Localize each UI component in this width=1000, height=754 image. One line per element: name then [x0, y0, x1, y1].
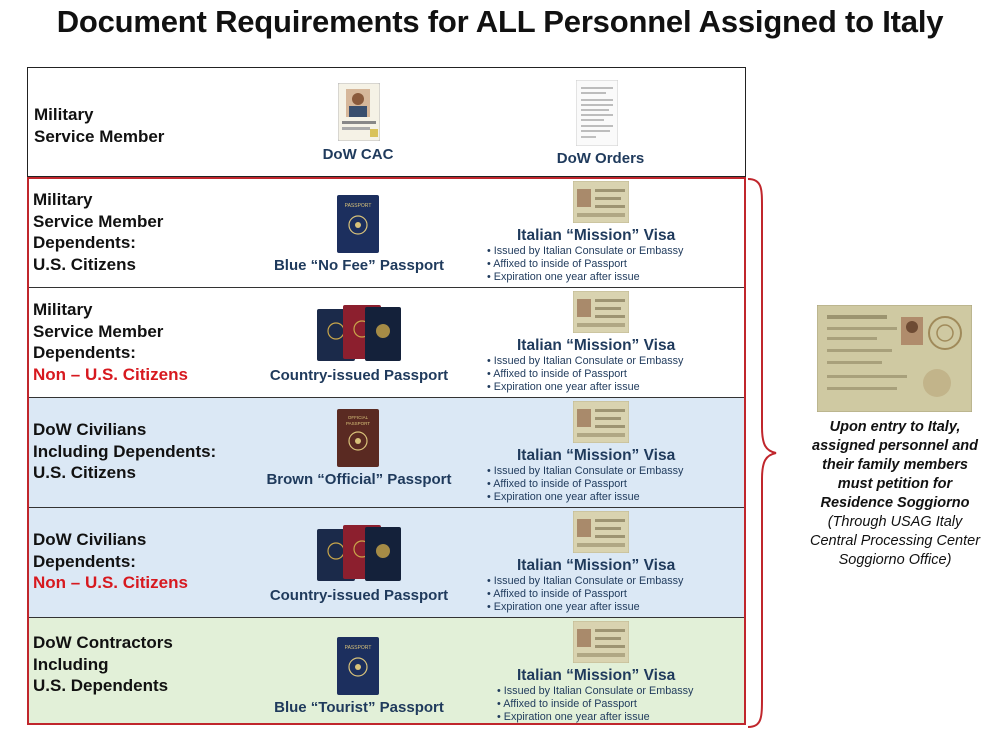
visa-image — [573, 511, 629, 553]
svg-text:PASSPORT: PASSPORT — [346, 421, 370, 426]
visa-image — [573, 291, 629, 333]
doc-caption-passport: Blue “Tourist” Passport — [274, 699, 444, 716]
row-label: DoW Contractors Including U.S. Dependent… — [33, 632, 173, 697]
label-line: Service Member — [34, 126, 165, 146]
label-line-red: Non – U.S. Citizens — [33, 364, 188, 384]
label-line-red: Non – U.S. Citizens — [33, 573, 188, 592]
visa-bullets: Issued by Italian Consulate or Embassy A… — [487, 245, 683, 284]
note-line: must petition for — [837, 476, 953, 492]
bullet-item: Affixed to inside of Passport — [487, 478, 683, 491]
note-line: their family members — [822, 457, 968, 473]
row-divider — [29, 507, 744, 508]
bullet-item: Issued by Italian Consulate or Embassy — [497, 685, 694, 698]
label-line: Service Member — [33, 211, 164, 231]
visa-title: Italian “Mission” Visa — [517, 667, 676, 684]
page-title: Document Requirements for ALL Personnel … — [56, 4, 944, 39]
row-dow-civilians-us: DoW Civilians Including Dependents: U.S.… — [27, 397, 746, 507]
label-line: DoW Civilians — [33, 420, 147, 439]
row-label: DoW Civilians Dependents: Non – U.S. Cit… — [33, 529, 188, 594]
row-military-dependents-non-us: Military Service Member Dependents: Non … — [27, 287, 746, 397]
right-curly-brace — [747, 178, 777, 728]
row-divider — [29, 397, 744, 398]
svg-text:PASSPORT: PASSPORT — [345, 645, 372, 651]
row-dow-civilians-non-us: DoW Civilians Dependents: Non – U.S. Cit… — [27, 507, 746, 617]
bullet-item: Issued by Italian Consulate or Embassy — [487, 355, 684, 368]
bullet-item: Issued by Italian Consulate or Embassy — [487, 245, 684, 258]
label-line: Including Dependents: — [33, 441, 217, 461]
blue-passport-image: PASSPORT — [337, 637, 379, 695]
label-line: Including — [33, 654, 109, 674]
residence-note: Upon entry to Italy, assigned personnel … — [792, 418, 998, 570]
doc-caption-passport: Country-issued Passport — [269, 587, 449, 604]
visa-bullets: Issued by Italian Consulate or Embassy A… — [487, 355, 683, 394]
visa-title: Italian “Mission” Visa — [517, 447, 676, 464]
brown-passport-image: OFFICIAL PASSPORT — [337, 409, 379, 467]
bullet-item: Expiration one year after issue — [487, 271, 683, 284]
label-line: DoW Contractors — [33, 633, 173, 652]
row-divider — [29, 287, 744, 288]
label-line: Military — [33, 300, 93, 319]
foreign-passports-image — [317, 525, 401, 581]
svg-text:OFFICIAL: OFFICIAL — [348, 415, 369, 420]
note-line: Upon entry to Italy, — [829, 419, 961, 435]
svg-text:PASSPORT: PASSPORT — [345, 203, 372, 209]
note-line: (Through USAG Italy — [827, 514, 963, 530]
doc-caption-passport: Brown “Official” Passport — [266, 471, 452, 488]
note-line: assigned personnel and — [812, 438, 978, 454]
bullet-item: Issued by Italian Consulate or Embassy — [487, 575, 684, 588]
note-line: Soggiorno Office) — [838, 552, 952, 568]
visa-bullets: Issued by Italian Consulate or Embassy A… — [487, 465, 683, 504]
label-line: Dependents: — [33, 233, 136, 252]
label-line: Service Member — [33, 321, 164, 341]
visa-title: Italian “Mission” Visa — [517, 557, 676, 574]
bullet-item: Affixed to inside of Passport — [487, 588, 683, 601]
row-label: Military Service Member — [34, 104, 164, 147]
label-line: U.S. Citizens — [33, 254, 136, 274]
row-label: Military Service Member Dependents: U.S.… — [33, 189, 163, 275]
doc-caption-passport: Country-issued Passport — [269, 367, 449, 384]
label-line: U.S. Citizens — [33, 463, 136, 482]
cac-card-image — [338, 83, 380, 141]
orders-document-image — [576, 80, 618, 146]
label-line: Military — [34, 105, 94, 124]
visa-image — [573, 181, 629, 223]
note-line: Central Processing Center — [809, 533, 981, 549]
bullet-item: Issued by Italian Consulate or Embassy — [487, 465, 684, 478]
label-line: U.S. Dependents — [33, 676, 169, 695]
bullet-item: Affixed to inside of Passport — [497, 698, 693, 711]
visa-bullets: Issued by Italian Consulate or Embassy A… — [497, 685, 693, 724]
label-line: Military — [33, 190, 93, 209]
bullet-item: Expiration one year after issue — [487, 381, 683, 394]
row-military-service-member: Military Service Member DoW CAC DoW Orde… — [27, 67, 746, 177]
note-line: Residence Soggiorno — [820, 495, 970, 511]
label-line: Dependents: — [33, 343, 136, 362]
visa-bullets: Issued by Italian Consulate or Embassy A… — [487, 575, 683, 614]
bullet-item: Expiration one year after issue — [487, 601, 683, 614]
bullet-item: Expiration one year after issue — [497, 711, 693, 724]
row-dow-contractors: DoW Contractors Including U.S. Dependent… — [27, 617, 746, 725]
doc-caption-cac: DoW CAC — [322, 146, 394, 163]
row-label: Military Service Member Dependents: Non … — [33, 299, 188, 385]
bullet-item: Affixed to inside of Passport — [487, 368, 683, 381]
doc-caption-orders: DoW Orders — [556, 150, 645, 167]
row-divider — [29, 617, 744, 618]
visa-image — [573, 621, 629, 663]
label-line: DoW Civilians — [33, 530, 147, 549]
row-military-dependents-us: Military Service Member Dependents: U.S.… — [27, 177, 746, 287]
row-label: DoW Civilians Including Dependents: U.S.… — [33, 419, 216, 484]
visa-image — [573, 401, 629, 443]
doc-caption-passport: Blue “No Fee” Passport — [273, 257, 445, 274]
soggiorno-permit-image — [817, 305, 972, 412]
label-line: Dependents: — [33, 551, 136, 571]
blue-passport-image: PASSPORT — [337, 195, 379, 253]
bullet-item: Affixed to inside of Passport — [487, 258, 683, 271]
visa-title: Italian “Mission” Visa — [517, 337, 676, 354]
visa-title: Italian “Mission” Visa — [517, 227, 676, 244]
bullet-item: Expiration one year after issue — [487, 491, 683, 504]
foreign-passports-image — [317, 305, 401, 361]
